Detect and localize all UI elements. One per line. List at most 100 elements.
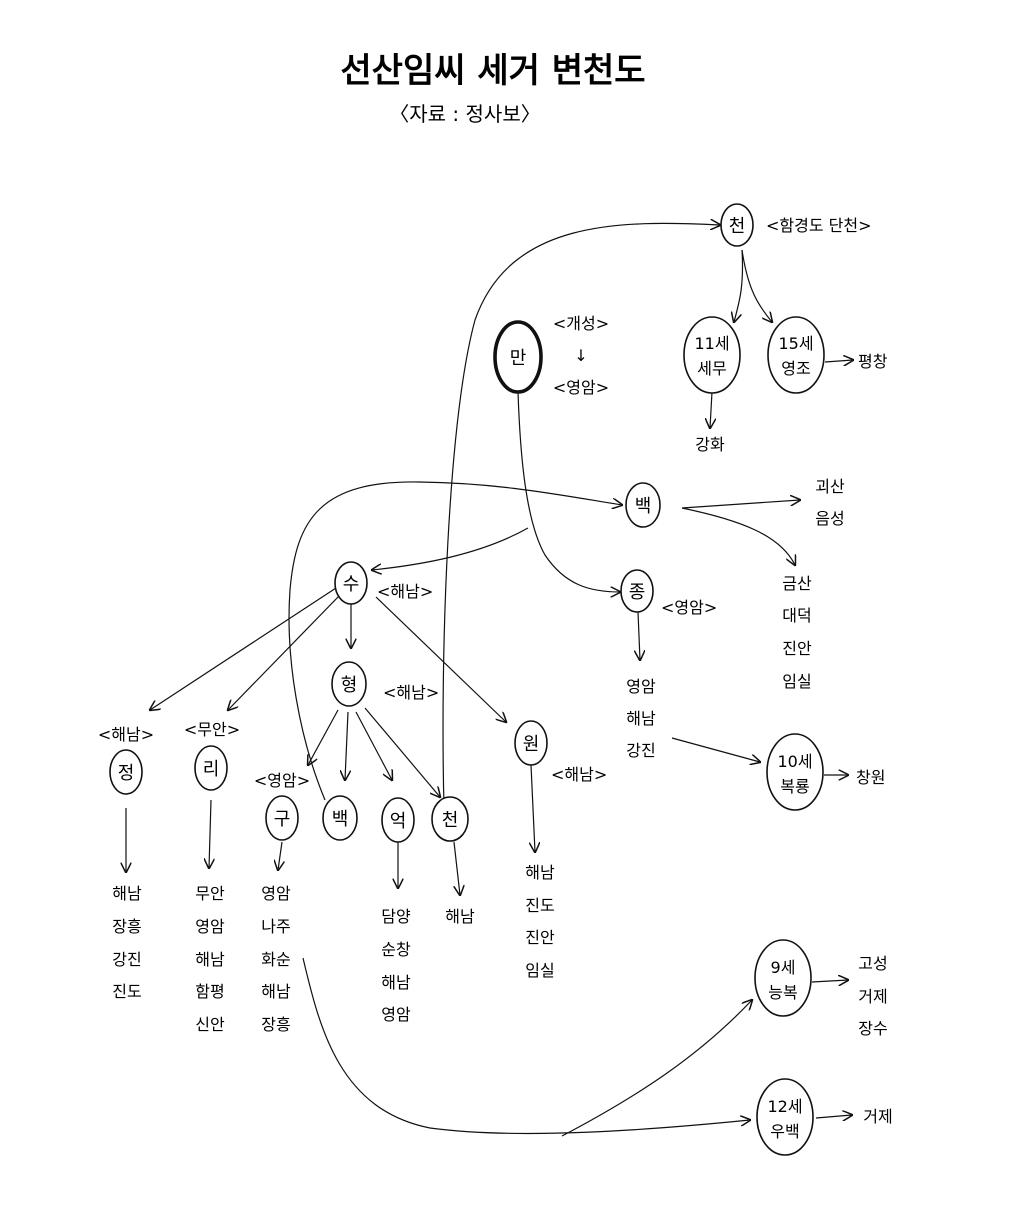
node-ubaek: 12세 우백 xyxy=(756,1078,814,1156)
place-jeong-0: 해남 xyxy=(112,884,142,903)
place-neungbok-2: 장수 xyxy=(858,1019,887,1038)
node-eok: 억 xyxy=(381,797,415,843)
man-arrow: ↓ xyxy=(574,346,587,365)
won-origin: <해남> xyxy=(551,765,607,784)
node-yeongjo-gen: 15세 xyxy=(778,334,813,353)
edge-jong-to-bokryong xyxy=(671,737,760,762)
node-jong: 종 xyxy=(620,569,654,613)
place-ri-1: 영암 xyxy=(195,917,225,936)
node-baek-label: 백 xyxy=(332,809,349,830)
node-semu-gen: 11세 xyxy=(694,334,729,353)
place-baek-top-1-1: 음성 xyxy=(815,509,844,528)
diagram-subtitle: 〈자료 : 정사보〉 xyxy=(389,102,540,126)
node-yeongjo-name: 영조 xyxy=(781,359,810,378)
edge-won-down xyxy=(531,764,535,852)
man-to: <영암> xyxy=(553,378,609,397)
edge-hyeong-to-baek xyxy=(345,711,348,780)
place-baek-top-2-2: 진안 xyxy=(782,639,812,658)
node-ubaek-gen: 12세 xyxy=(767,1097,802,1116)
place-eok-3: 영암 xyxy=(381,1005,411,1024)
edge-gu-to-ubaek xyxy=(302,957,750,1135)
node-hyeong: 형 xyxy=(331,661,367,707)
place-neungbok-0: 고성 xyxy=(858,954,887,973)
place-semu-0: 강화 xyxy=(695,435,725,454)
node-yeongjo: 15세 영조 xyxy=(767,316,825,394)
place-eok-1: 순창 xyxy=(381,940,411,959)
node-jeong-label: 정 xyxy=(118,763,135,784)
node-eok-label: 억 xyxy=(390,811,407,832)
node-jong-label: 종 xyxy=(629,582,646,603)
edge-jong-down xyxy=(638,611,640,660)
place-gu-3: 해남 xyxy=(261,982,291,1001)
place-gu-1: 나주 xyxy=(261,917,290,936)
cheon-top-origin: <함경도 단천> xyxy=(766,216,872,235)
node-ri-label: 리 xyxy=(203,759,220,780)
place-jeong-3: 진도 xyxy=(112,982,141,1001)
place-jeong-1: 장흥 xyxy=(112,917,141,936)
place-ri-4: 신안 xyxy=(195,1015,225,1034)
place-eok-0: 담양 xyxy=(381,907,411,926)
edge-yeongjo-to-pyeongchang xyxy=(824,360,853,362)
place-jong-2: 강진 xyxy=(626,741,655,760)
node-jeong: 정 xyxy=(109,749,143,795)
edge-cheon-to-cheon-top xyxy=(442,223,720,809)
place-won-2: 진안 xyxy=(525,928,555,947)
place-baek-top-2-3: 임실 xyxy=(782,672,811,691)
diagram-title: 선산임씨 세거 변천도 xyxy=(340,51,645,91)
node-won-label: 원 xyxy=(523,734,540,755)
edge-baek-to-baek-top xyxy=(288,481,622,801)
node-su: 수 xyxy=(334,561,368,605)
jeong-origin: <해남> xyxy=(98,725,154,744)
node-ri: 리 xyxy=(194,745,228,791)
node-hyeong-label: 형 xyxy=(341,675,358,696)
node-semu: 11세 세무 xyxy=(683,316,741,394)
place-ubaek-0: 거제 xyxy=(863,1107,892,1126)
place-gu-4: 장흥 xyxy=(261,1015,290,1034)
node-bokryong: 10세 복룡 xyxy=(766,733,824,811)
edges xyxy=(126,223,853,1137)
node-baek-top: 백 xyxy=(625,482,661,528)
node-cheon-top: 천 xyxy=(720,203,754,247)
place-yeongjo-0: 평창 xyxy=(858,352,888,371)
edge-hyeong-to-gu xyxy=(308,709,339,765)
node-baek: 백 xyxy=(322,795,358,841)
edge-su-to-ri xyxy=(228,594,341,710)
man-from: <개성> xyxy=(553,314,609,333)
edge-baek-top-to-goesan xyxy=(681,500,800,509)
node-man: 만 xyxy=(493,320,543,394)
jong-origin: <영암> xyxy=(661,598,717,617)
node-cheon-label: 천 xyxy=(442,810,459,831)
edge-hyeong-to-eok xyxy=(355,711,392,780)
node-su-label: 수 xyxy=(343,574,360,595)
edge-to-neungbok xyxy=(561,1000,752,1137)
node-baek-top-label: 백 xyxy=(635,496,652,517)
edge-gu-down xyxy=(278,841,282,870)
place-baek-top-2-0: 금산 xyxy=(782,574,812,593)
node-neungbok-gen: 9세 xyxy=(771,958,796,977)
gu-origin: <영암> xyxy=(254,771,310,790)
edge-semu-to-ganghwa xyxy=(710,391,712,428)
edge-su-to-jeong xyxy=(150,587,337,710)
node-bokryong-name: 복룡 xyxy=(780,777,809,796)
edge-ri-down xyxy=(209,799,211,868)
place-baek-top-1-0: 괴산 xyxy=(815,477,845,496)
node-bokryong-gen: 10세 xyxy=(777,752,812,771)
node-cheon-top-label: 천 xyxy=(729,216,746,237)
place-baek-top-2-1: 대덕 xyxy=(782,606,811,625)
node-gu: 구 xyxy=(265,795,299,841)
edge-cheon-top-to-semu xyxy=(734,249,744,322)
place-won-0: 해남 xyxy=(525,863,555,882)
place-jong-0: 영암 xyxy=(626,677,656,696)
place-bokryong-0: 창원 xyxy=(856,768,885,787)
place-cheon-0: 해남 xyxy=(445,907,475,926)
node-neungbok: 9세 능복 xyxy=(754,939,812,1017)
node-neungbok-name: 능복 xyxy=(768,983,797,1002)
edge-baek-top-to-geumsan xyxy=(681,507,795,565)
place-gu-0: 영암 xyxy=(261,884,291,903)
node-cheon: 천 xyxy=(431,796,469,842)
edge-man-to-su xyxy=(372,527,529,570)
place-jong-1: 해남 xyxy=(626,709,656,728)
place-ri-2: 해남 xyxy=(195,950,225,969)
su-origin: <해남> xyxy=(377,582,433,601)
